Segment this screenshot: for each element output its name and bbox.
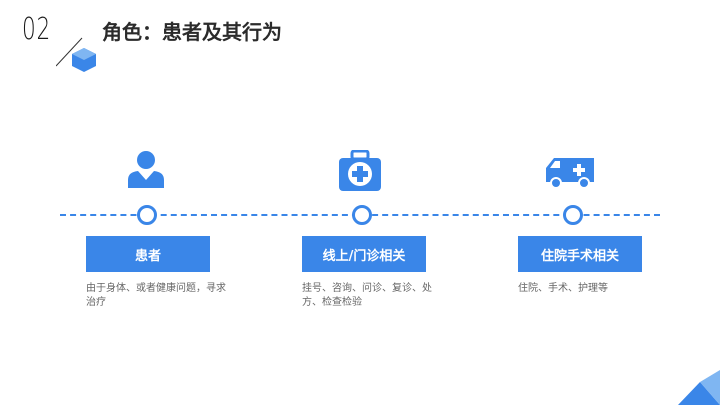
stage-description: 由于身体、或者健康问题，寻求治疗 <box>86 283 226 308</box>
corner-triangle-decoration <box>678 370 720 405</box>
slide-title: 角色：患者及其行为 <box>102 20 282 44</box>
medical-kit-icon <box>339 150 381 191</box>
stage-label: 住院手术相关 <box>540 248 619 264</box>
stage-description: 住院、手术、护理等 <box>518 283 608 294</box>
stage-box-patient: 患者 <box>86 236 210 272</box>
stage-label: 患者 <box>134 248 161 264</box>
stage-box-outpatient: 线上/门诊相关 <box>302 236 426 272</box>
timeline-node-2 <box>352 205 372 225</box>
timeline-node-3 <box>563 205 583 225</box>
stage-label: 线上/门诊相关 <box>322 248 406 264</box>
person-icon <box>128 151 164 188</box>
ambulance-icon <box>546 158 594 189</box>
stage-description: 挂号、咨询、问诊、复诊、处方、检查检验 <box>302 283 432 308</box>
timeline-node-1 <box>137 205 157 225</box>
cube-logo-icon <box>56 37 96 72</box>
slide-number: 02 <box>22 12 51 47</box>
stage-box-inpatient: 住院手术相关 <box>518 236 642 272</box>
